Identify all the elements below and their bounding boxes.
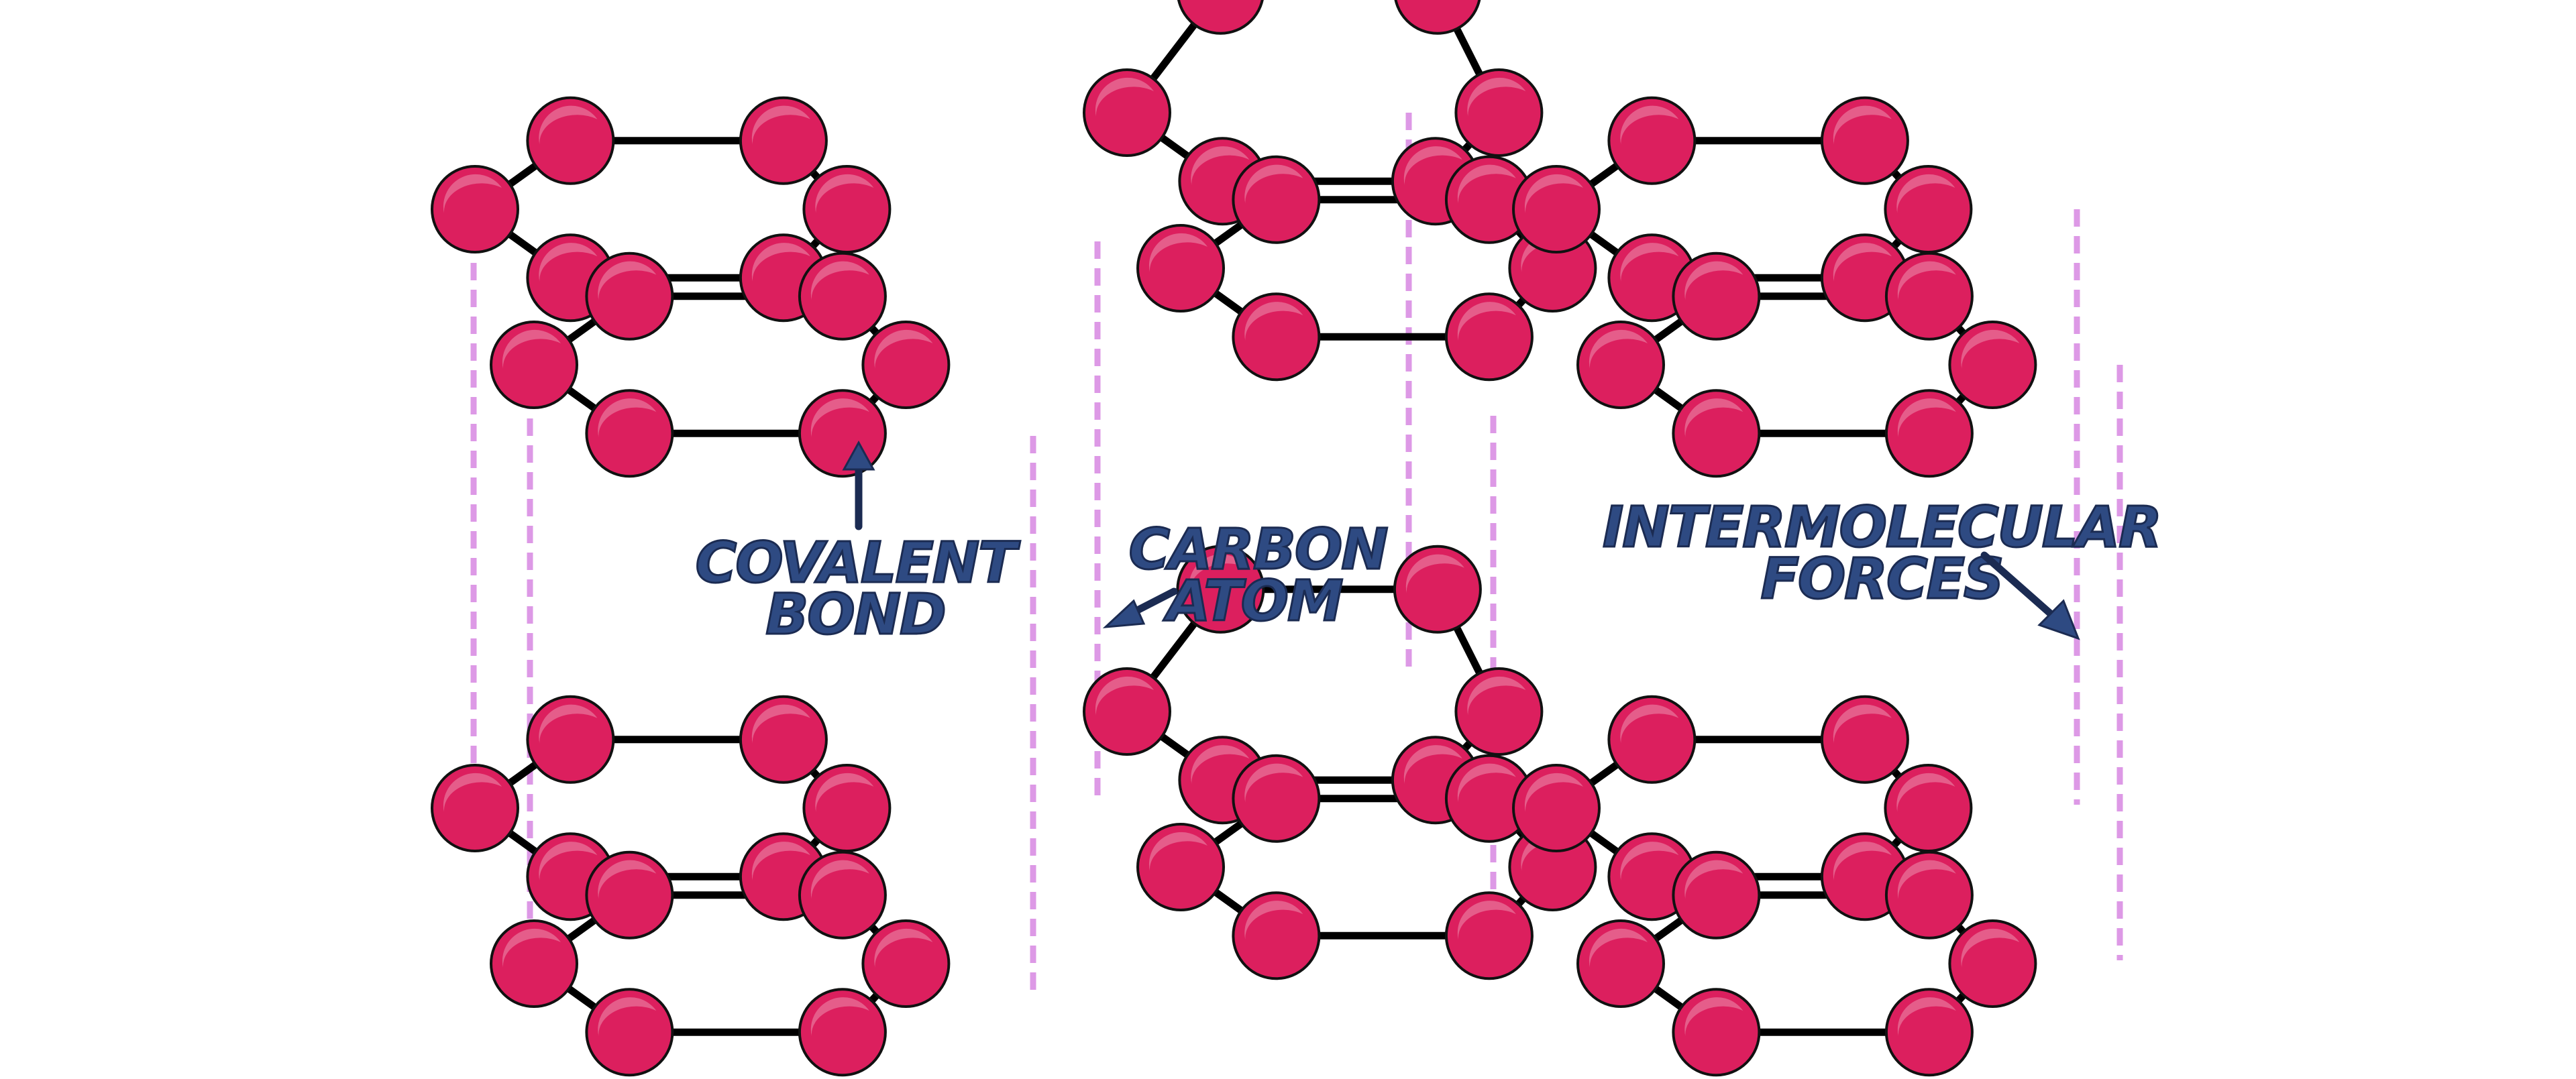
carbon-atom-icon [861, 321, 951, 409]
carbon-atom-icon [739, 96, 828, 185]
carbon-atom-icon [1948, 919, 2037, 1008]
carbon-atom-icon [1884, 165, 1973, 253]
carbon-atom-icon [431, 165, 519, 253]
carbon-atom-icon [1232, 292, 1321, 382]
carbon-atom-icon [1948, 321, 2037, 409]
carbon-atom-icon [1176, 545, 1265, 634]
intermolecular-forces-arrow-icon [1980, 551, 2057, 620]
carbon-atom-icon [585, 850, 674, 940]
carbon-atom-icon [1607, 96, 1697, 185]
carbon-atom-icon [802, 764, 892, 852]
carbon-atom-icon [1232, 155, 1321, 244]
carbon-atom-icon [1672, 251, 1761, 341]
carbon-atom-icon [1884, 389, 1974, 478]
covalent-bond-label-line1: COVALENT [696, 530, 1021, 595]
carbon-atom-icon [802, 165, 892, 253]
carbon-atom-icon [1884, 251, 1974, 341]
carbon-atom-icon [1454, 68, 1544, 157]
carbon-atom-icon [1672, 850, 1761, 940]
carbon-atom-icon [1820, 96, 1909, 185]
covalent-bond-arrowhead-icon [842, 440, 875, 471]
carbon-atom-icon [1177, 0, 1264, 35]
carbon-atom-label-line1: CARBON [1128, 516, 1387, 582]
intermolecular-forces-arrowhead-icon [2037, 599, 2080, 640]
carbon-atom-icon [1444, 292, 1534, 382]
covalent-bond-label-line2: BOND [765, 581, 945, 647]
carbon-atom-icon [1136, 224, 1225, 313]
covalent-bond-annotation: COVALENT BOND [694, 440, 1023, 648]
carbon-atom-icon [1672, 389, 1761, 478]
carbon-atom-icon [1083, 68, 1171, 157]
carbon-atom-icon [1820, 695, 1909, 784]
carbon-atom-icon [1884, 764, 1973, 852]
carbon-atom-icon [585, 251, 674, 341]
carbon-atom-arrowhead-icon [1102, 599, 1146, 628]
carbon-atom-icon [798, 850, 887, 940]
carbon-atom-icon [1232, 754, 1321, 843]
carbon-atom-icon [1232, 891, 1321, 980]
carbon-atom-icon [1394, 0, 1481, 35]
carbon-atom-icon [798, 389, 887, 478]
carbon-atom-icon [585, 389, 674, 478]
carbon-atom-icon [1884, 850, 1974, 940]
intermolecular-forces-label-line1: INTERMOLECULAR [1603, 494, 2161, 560]
carbon-atom-icon [798, 988, 887, 1077]
carbon-atom-icon [1512, 165, 1601, 253]
carbon-atoms-layer [431, 0, 2037, 1077]
carbon-atom-icon [1607, 695, 1697, 784]
carbon-atom-icon [861, 919, 951, 1008]
carbon-atom-icon [526, 96, 615, 185]
carbon-atom-icon [526, 695, 615, 784]
carbon-atom-icon [1884, 988, 1974, 1077]
carbon-atom-icon [490, 321, 578, 409]
carbon-atom-icon [431, 764, 519, 852]
carbon-atom-icon [490, 919, 578, 1008]
carbon-atom-icon [1672, 988, 1761, 1077]
carbon-atom-icon [798, 251, 887, 341]
carbon-atom-icon [1512, 764, 1601, 852]
intermolecular-forces-annotation: INTERMOLECULAR FORCES [1602, 494, 2163, 640]
carbon-atom-annotation: CARBON ATOM [1102, 516, 1390, 635]
carbon-atom-icon [1576, 919, 1665, 1008]
carbon-atom-icon [739, 695, 828, 784]
intermolecular-forces-label-line2: FORCES [1761, 546, 2003, 612]
carbon-atom-icon [1576, 321, 1665, 409]
carbon-atom-icon [1444, 891, 1534, 980]
carbon-atom-icon [1083, 667, 1171, 756]
carbon-atom-icon [1454, 667, 1544, 756]
carbon-atom-label-line2: ATOM [1163, 568, 1342, 634]
carbon-atom-icon [1393, 545, 1482, 634]
carbon-atom-icon [585, 988, 674, 1077]
carbon-atom-icon [1136, 823, 1225, 911]
